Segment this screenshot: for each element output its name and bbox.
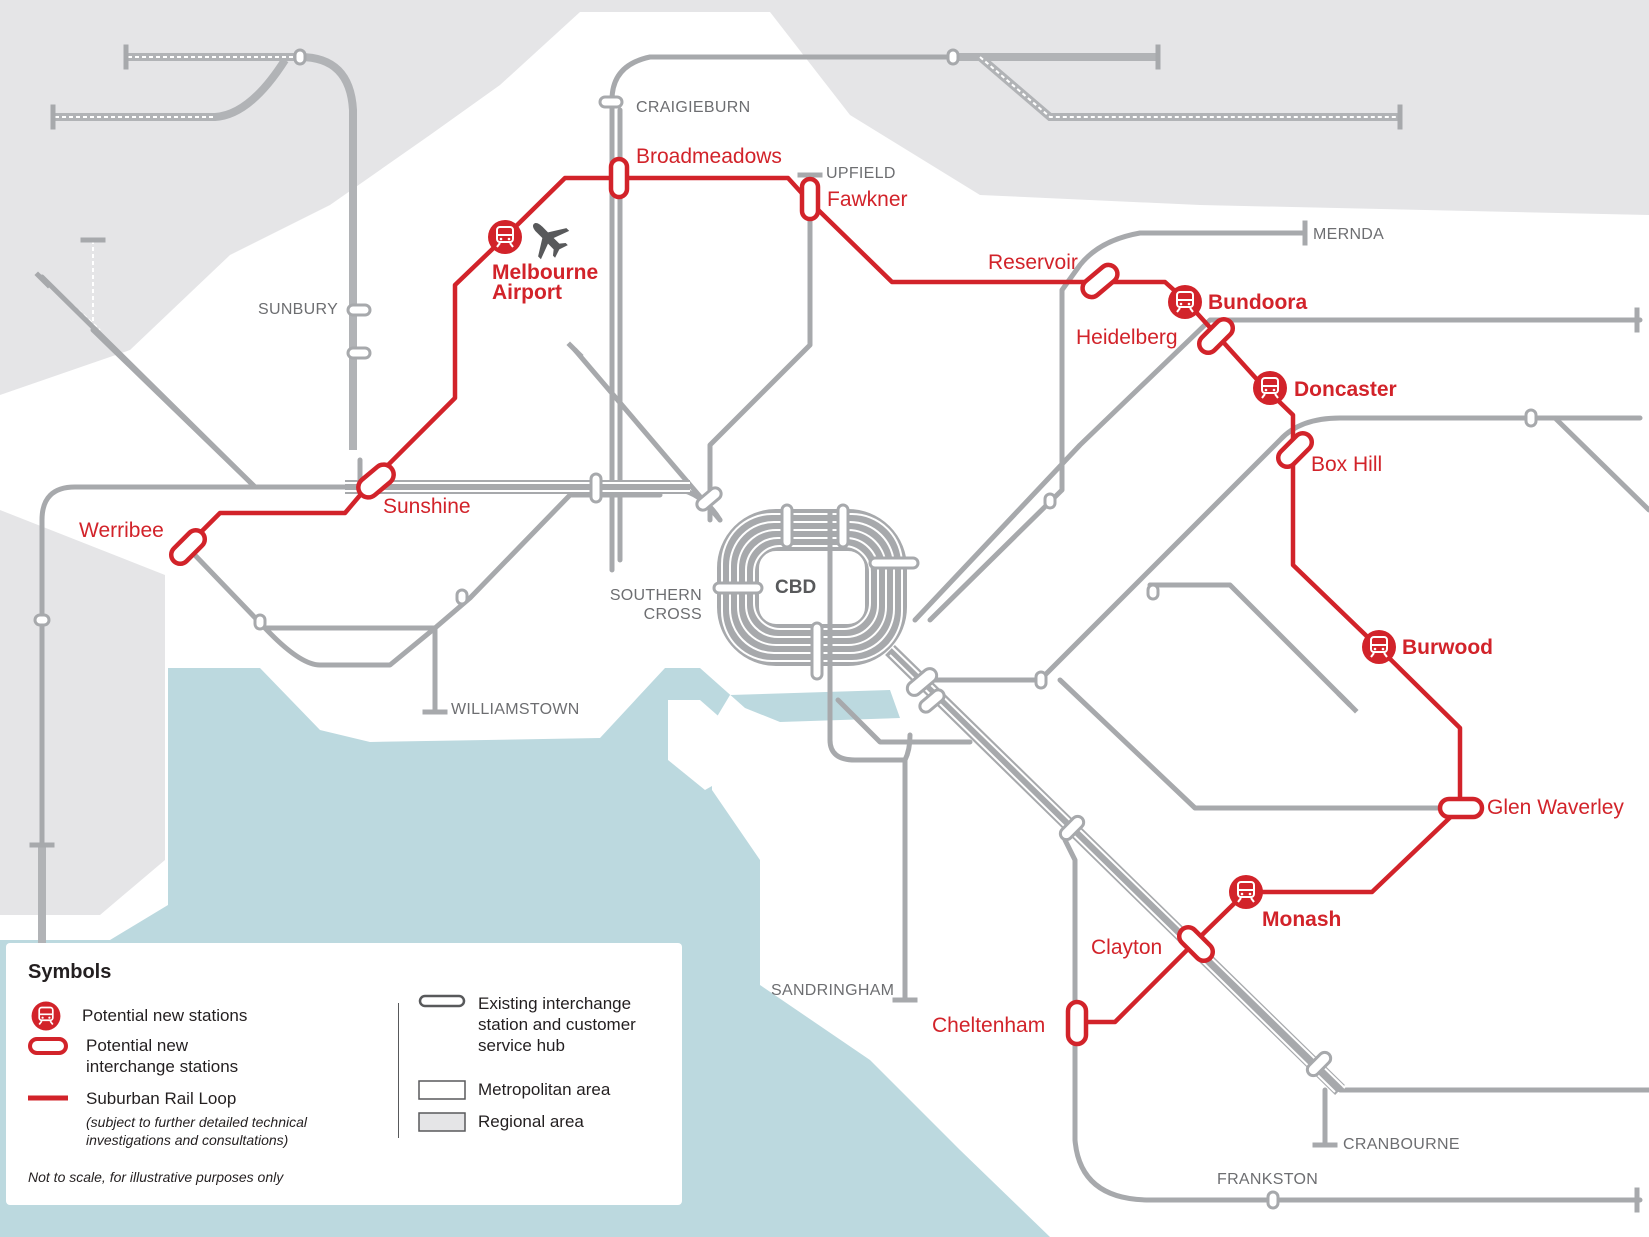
legend-existing-interchange-line3: service hub [478, 1036, 565, 1055]
train-icon[interactable] [487, 219, 523, 255]
legend-divider [398, 1003, 399, 1138]
glen-waverley-interchange[interactable] [1437, 796, 1485, 820]
new-interchange-stations [167, 156, 1485, 1047]
cheltenham-interchange[interactable] [1065, 999, 1089, 1047]
upfield-label: UPFIELD [826, 165, 896, 182]
legend-new-interchange-line1: Potential new [86, 1036, 189, 1055]
southern-cross-label-line2: CROSS [644, 606, 702, 623]
heidelberg-interchange[interactable] [1195, 315, 1236, 356]
cranbourne-label: CRANBOURNE [1343, 1136, 1460, 1153]
cbd-label: CBD [775, 577, 816, 598]
box-hill-interchange[interactable] [1274, 429, 1315, 470]
box-hill-label: Box Hill [1311, 453, 1382, 476]
sunbury-label: SUNBURY [258, 301, 338, 318]
legend-existing-interchange-line2: station and customer [478, 1015, 636, 1034]
clayton-interchange[interactable] [1175, 923, 1216, 964]
doncaster-label: Doncaster [1294, 378, 1397, 401]
heidelberg-label: Heidelberg [1076, 326, 1178, 349]
craigieburn-label: CRAIGIEBURN [636, 99, 750, 116]
legend-srl: Suburban Rail Loop (subject to further d… [28, 1088, 307, 1149]
legend-new-stations: Potential new stations [28, 1001, 247, 1031]
clayton-label: Clayton [1091, 936, 1162, 959]
melbourne-airport-label-line2: Airport [492, 281, 562, 304]
regional-area-swatch [418, 1112, 466, 1132]
legend-panel: Symbols Potential new stations Potential… [6, 943, 682, 1205]
legend-regional-area: Regional area [418, 1111, 584, 1133]
legend-new-stations-label: Potential new stations [82, 1006, 248, 1025]
southern-cross-label-line1: SOUTHERN [610, 587, 702, 604]
fawkner-interchange[interactable] [799, 176, 821, 222]
melbourne-airport-label-line1: Melbourne [492, 261, 598, 284]
sunshine-label: Sunshine [383, 495, 471, 518]
sandringham-label: SANDRINGHAM [771, 982, 894, 999]
werribee-interchange[interactable] [167, 526, 208, 567]
plane-icon [533, 223, 570, 260]
train-icon[interactable] [1167, 284, 1203, 320]
sunshine-interchange[interactable] [354, 460, 397, 501]
legend-srl-note-line2: investigations and consultations) [86, 1132, 289, 1148]
werribee-label: Werribee [79, 519, 164, 542]
legend-disclaimer: Not to scale, for illustrative purposes … [28, 1169, 284, 1185]
metro-area-swatch [418, 1080, 466, 1100]
williamstown-label: WILLIAMSTOWN [451, 701, 580, 718]
glen-waverley-label: Glen Waverley [1487, 796, 1624, 819]
red-line-icon [28, 1095, 68, 1101]
fawkner-label: Fawkner [827, 188, 908, 211]
train-icon[interactable] [1361, 629, 1397, 665]
bundoora-label: Bundoora [1208, 291, 1307, 314]
train-icon [30, 1001, 62, 1031]
grey-capsule-icon [418, 994, 466, 1008]
bay-inlet [668, 700, 740, 790]
existing-interchange-stations [33, 48, 1538, 1210]
cheltenham-label: Cheltenham [932, 1014, 1045, 1037]
red-capsule-icon [28, 1037, 68, 1055]
monash-label: Monash [1262, 908, 1341, 931]
broadmeadows-interchange[interactable] [608, 156, 630, 200]
legend-metro-area: Metropolitan area [418, 1079, 610, 1101]
legend-existing-interchange-line1: Existing interchange [478, 994, 632, 1013]
broadmeadows-label: Broadmeadows [636, 145, 782, 168]
legend-metro-area-label: Metropolitan area [478, 1080, 611, 1099]
burwood-label: Burwood [1402, 636, 1493, 659]
legend-title: Symbols [28, 961, 112, 983]
reservoir-label: Reservoir [988, 251, 1078, 274]
train-icon[interactable] [1252, 370, 1288, 406]
frankston-label: FRANKSTON [1217, 1171, 1318, 1188]
legend-srl-note-line1: (subject to further detailed technical [86, 1114, 308, 1130]
reservoir-interchange[interactable] [1079, 261, 1121, 301]
legend-new-interchange-line2: interchange stations [86, 1057, 239, 1076]
legend-srl-label: Suburban Rail Loop [86, 1089, 237, 1108]
legend-regional-area-label: Regional area [478, 1112, 584, 1131]
legend-existing-interchange: Existing interchange station and custome… [418, 993, 636, 1056]
train-icon[interactable] [1228, 874, 1264, 910]
legend-new-interchange: Potential new interchange stations [28, 1035, 238, 1077]
mernda-label: MERNDA [1313, 226, 1384, 243]
